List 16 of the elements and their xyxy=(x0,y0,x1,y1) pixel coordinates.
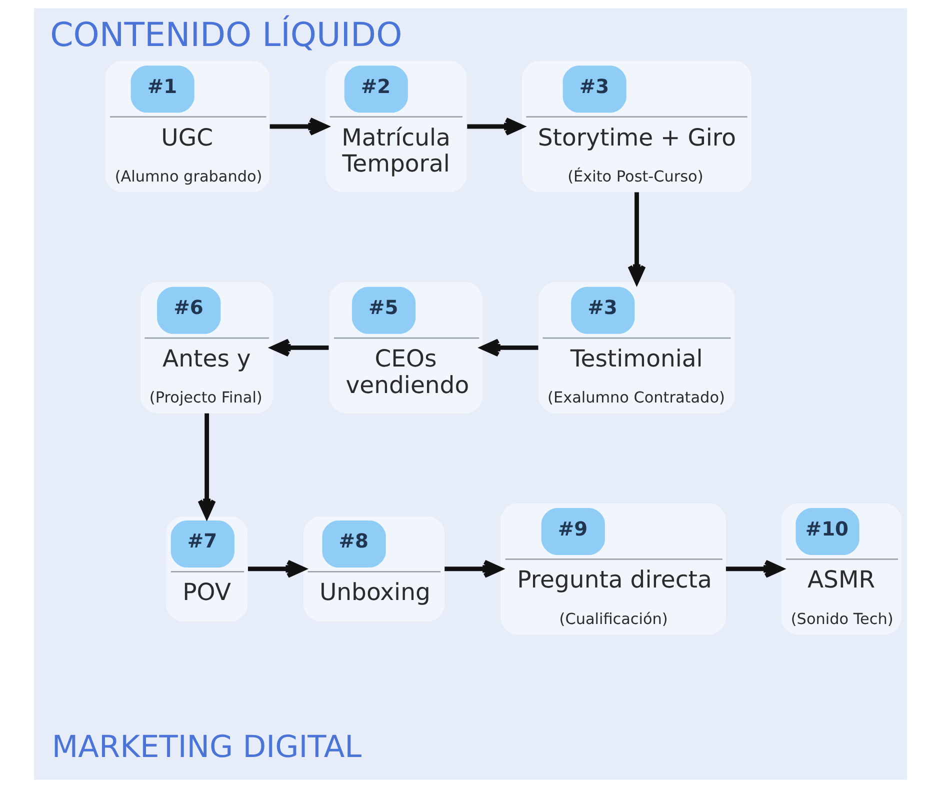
caption: MARKETING DIGITAL xyxy=(51,730,362,766)
node-box: #5 CEOs vendiendo xyxy=(328,282,482,414)
node-box: #10 ASMR (Sonido Tech) xyxy=(780,503,901,635)
node-box: #3 Storytime + Giro (Éxito Post-Curso) xyxy=(522,60,751,192)
node-box: #1 UGC (Alumno grabando) xyxy=(104,60,270,192)
node-box: #8 Unboxing xyxy=(303,516,444,622)
node-box: #7 POV xyxy=(166,516,248,622)
node-box: #9 Pregunta directa (Cualificación) xyxy=(500,503,726,635)
arrow xyxy=(197,413,216,518)
node-box: #2 Matrícula Temporal xyxy=(325,60,466,192)
arrow xyxy=(480,338,538,357)
node-box: #6 Antes y (Projecto Final) xyxy=(140,282,273,414)
node-box: #3 Testimonial (Exalumno Contratado) xyxy=(538,282,734,414)
arrow xyxy=(270,338,328,357)
arrow xyxy=(627,192,646,284)
diagram-title: CONTENIDO LÍQUIDO xyxy=(50,14,402,54)
